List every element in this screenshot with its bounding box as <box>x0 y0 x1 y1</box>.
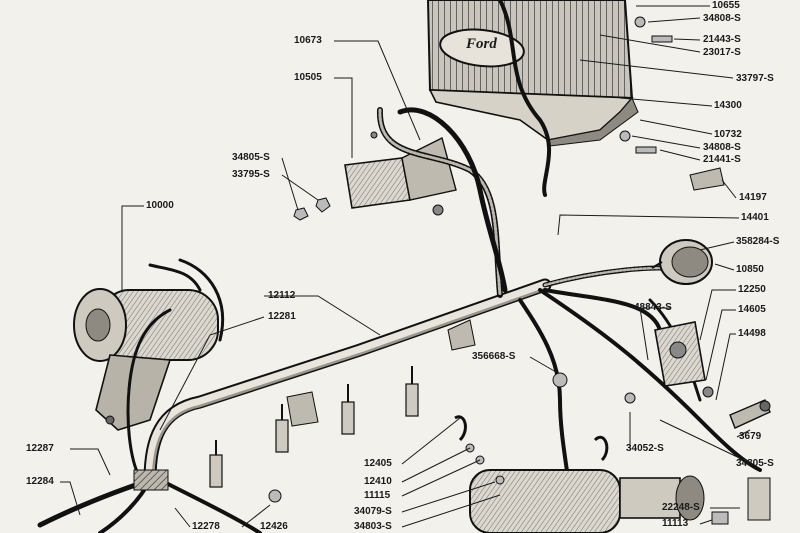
part-label-12250: 12250 <box>738 284 766 295</box>
part-label-22248-s: 22248-S <box>662 502 700 513</box>
ford-logo-emblem <box>439 28 525 68</box>
small-hardware <box>268 16 729 525</box>
part-label-358284-s: 358284-S <box>736 236 780 247</box>
part-label-10850: 10850 <box>736 264 764 275</box>
clip-14197 <box>689 167 725 191</box>
part-label-12426: 12426 <box>260 521 288 532</box>
ammeter-gauge <box>651 239 713 285</box>
part-label-12287: 12287 <box>26 443 54 454</box>
part-label-33797-s: 33797-S <box>736 73 774 84</box>
part-label-356668-s: 356668-S <box>472 351 516 362</box>
part-label-33795-s: 33795-S <box>232 169 270 180</box>
part-label-10655: 10655 <box>712 0 740 11</box>
part-label-14498: 14498 <box>738 328 766 339</box>
part-label-21443-s: 21443-S <box>703 34 741 45</box>
part-label-12410: 12410 <box>364 476 392 487</box>
part-label-34079-s: 34079-S <box>354 506 392 517</box>
part-label-11113: 11113 <box>662 518 689 529</box>
ignition-switch <box>654 321 714 398</box>
part-label-34808-s-lower: 34808-S <box>703 142 741 153</box>
part-label-10000: 10000 <box>146 200 174 211</box>
part-label-14197: 14197 <box>739 192 767 203</box>
part-label-12112: 12112 <box>268 290 296 301</box>
harness-junction <box>133 469 169 491</box>
part-label-12284: 12284 <box>26 476 54 487</box>
part-label-34805-s-right: 34805-S <box>736 458 774 469</box>
light-switch <box>729 399 771 429</box>
part-label-34808-s-top: 34808-S <box>703 13 741 24</box>
coil-bracket <box>286 391 319 427</box>
part-label-10732: 10732 <box>714 129 742 140</box>
ford-logo-text: Ford <box>466 36 497 52</box>
part-label-12281: 12281 <box>268 311 296 322</box>
part-label-34052-s: 34052-S <box>626 443 664 454</box>
main-wiring-harness <box>143 278 552 487</box>
part-label-14605: 14605 <box>738 304 766 315</box>
part-label-23017-s: 23017-S <box>703 47 741 58</box>
radiator-grille <box>426 0 639 147</box>
generator <box>73 288 219 431</box>
part-label-12278: 12278 <box>192 521 220 532</box>
part-label-34803-s: 34803-S <box>354 521 392 532</box>
callout-leader-lines <box>60 5 753 528</box>
part-label-14401: 14401 <box>741 212 769 223</box>
starter-motor <box>469 469 771 533</box>
spark-plugs <box>209 366 419 488</box>
part-label-10505: 10505 <box>294 72 322 83</box>
harness-clip <box>447 319 476 351</box>
part-label-3679: 3679 <box>739 431 762 442</box>
part-label-10673: 10673 <box>294 35 322 46</box>
part-label-21441-s: 21441-S <box>703 154 741 165</box>
part-label-11115: 11115 <box>364 490 391 501</box>
part-label-14300: 14300 <box>714 100 742 111</box>
part-label-34805-s-left: 34805-S <box>232 152 270 163</box>
part-label-48843-s: 48843-S <box>634 302 672 313</box>
nuts-left <box>293 197 331 221</box>
part-label-12405: 12405 <box>364 458 392 469</box>
